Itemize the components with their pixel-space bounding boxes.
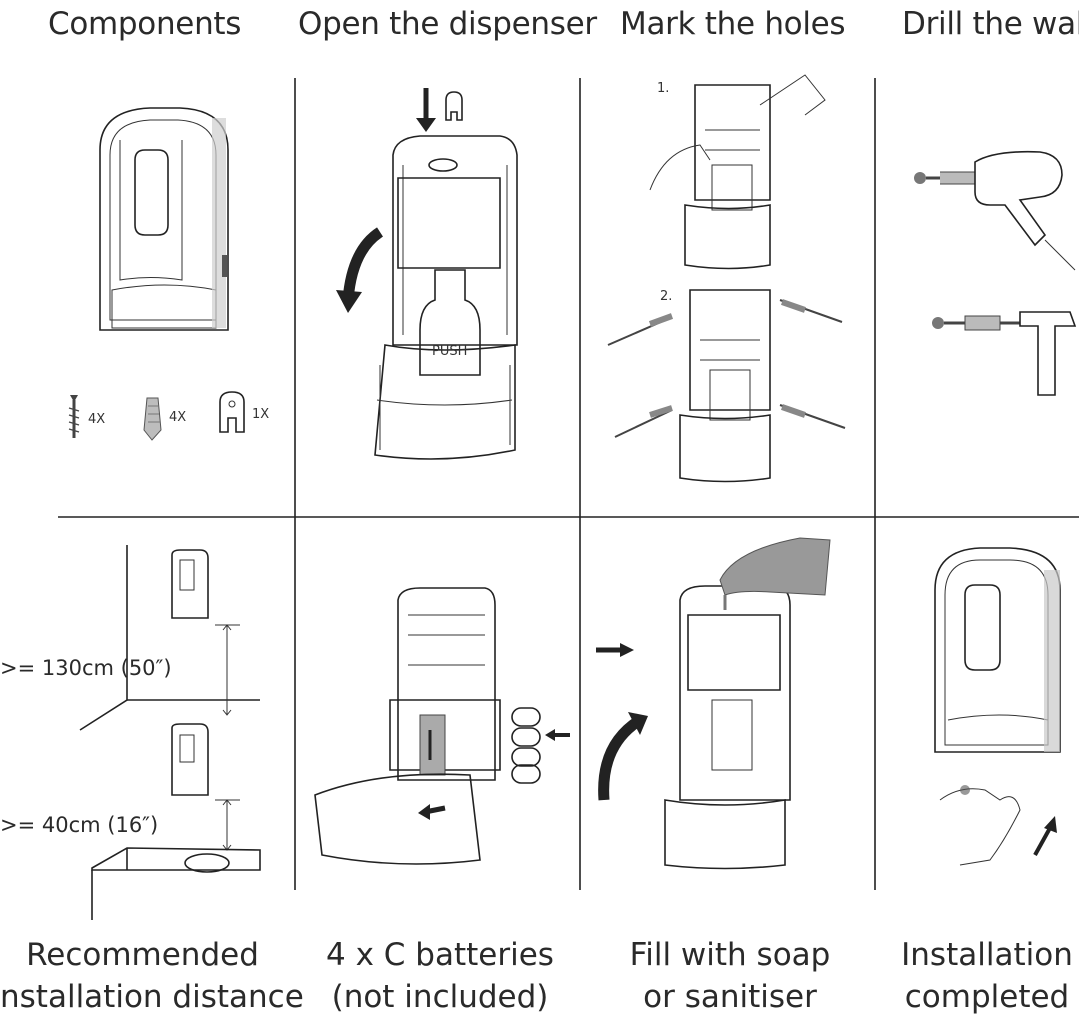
caption-fill: Fill with soap or sanitiser	[590, 934, 870, 1018]
caption-batteries-line1: 4 x C batteries	[326, 937, 554, 973]
installed-dispenser-illustration	[934, 547, 1061, 866]
open-dispenser-illustration	[336, 88, 518, 460]
caption-done-line1: Installation	[901, 937, 1073, 973]
mark-holes-illustration: 1. 2.	[607, 74, 846, 483]
wall-distance-illustration	[79, 545, 261, 920]
screw-quantity: 4X	[88, 412, 106, 427]
panel-grid	[58, 78, 1079, 890]
dispenser-front-illustration	[99, 107, 229, 331]
screw-icon	[68, 395, 80, 438]
distance-upper-label: >= 130cm (50″)	[0, 656, 172, 680]
caption-done-line2: completed	[904, 979, 1070, 1015]
anchor-quantity: 4X	[169, 410, 187, 425]
caption-batteries: 4 x C batteries (not included)	[300, 934, 580, 1018]
bracket-quantity: 1X	[252, 407, 270, 422]
fill-soap-illustration	[596, 537, 831, 870]
caption-batteries-line2: (not included)	[331, 979, 549, 1015]
caption-distance: Recommended nstallation distance	[0, 934, 304, 1018]
step-1-label: 1.	[657, 81, 669, 96]
caption-done: Installation completed	[895, 934, 1079, 1018]
caption-distance-line1: Recommended	[26, 937, 259, 973]
push-label: PUSH	[432, 344, 467, 359]
header-open-dispenser: Open the dispenser	[298, 6, 597, 42]
header-drill-wall: Drill the wal	[902, 6, 1079, 42]
mounting-bracket-icon	[219, 391, 245, 433]
caption-distance-line2: nstallation distance	[0, 979, 304, 1015]
header-mark-holes: Mark the holes	[620, 6, 846, 42]
battery-cells	[511, 707, 541, 784]
distance-lower-label: >= 40cm (16″)	[0, 813, 159, 837]
caption-fill-line1: Fill with soap	[629, 937, 831, 973]
wall-anchor-icon	[143, 397, 162, 441]
header-components: Components	[48, 6, 242, 42]
battery-install-illustration	[314, 587, 570, 865]
step-2-label: 2.	[660, 289, 672, 304]
drill-illustration	[914, 150, 1077, 396]
caption-fill-line2: or sanitiser	[643, 979, 817, 1015]
